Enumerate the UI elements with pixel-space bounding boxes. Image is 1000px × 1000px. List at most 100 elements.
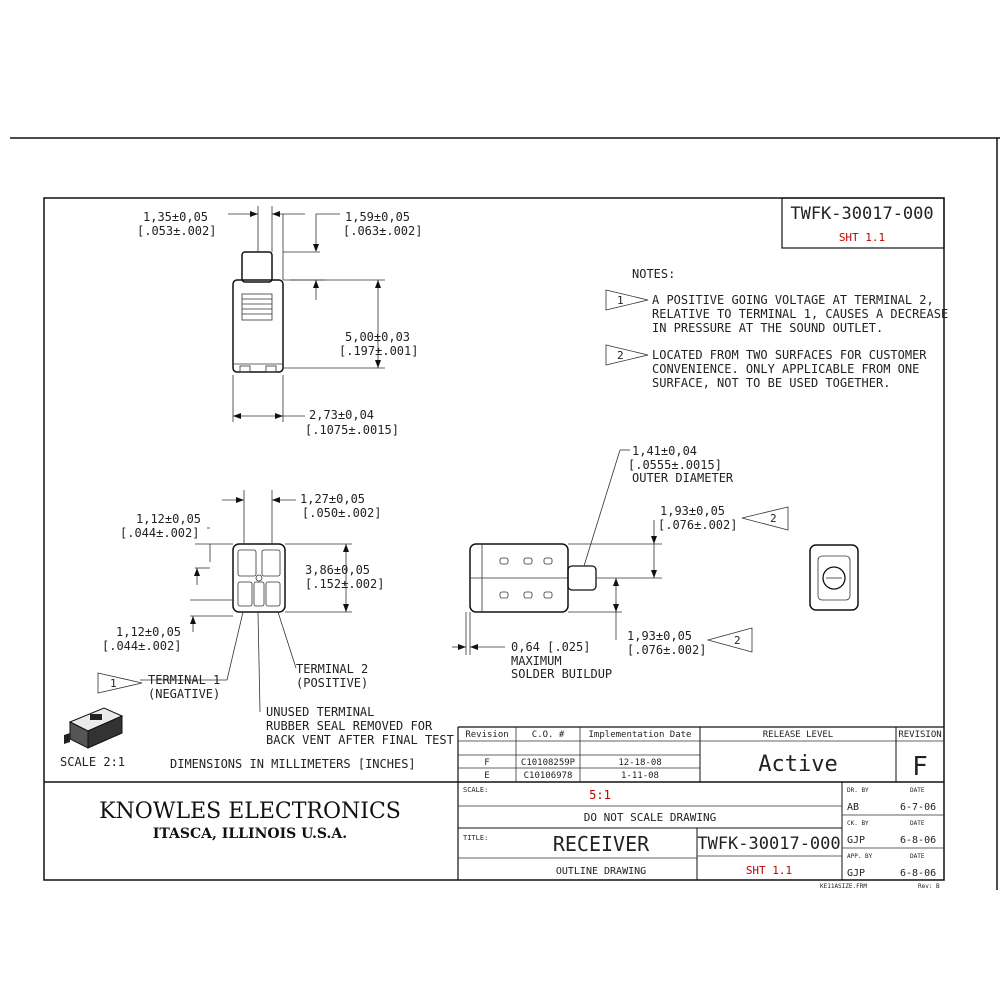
dim-top-width-right-in: [.063±.002] xyxy=(343,224,422,238)
rev-row-2-date: 1-11-08 xyxy=(621,771,659,781)
dim-end-height-in: [.152±.002] xyxy=(305,577,384,591)
side-view-nozzle xyxy=(567,565,597,591)
dim-height-mm: 5,00±0,03 xyxy=(345,330,410,344)
dim-side-upper-in: [.076±.002] xyxy=(658,518,737,532)
revision-value: F xyxy=(912,752,928,782)
note-2-marker: 2 xyxy=(617,349,624,362)
dim-end-left-lower-in: [.044±.002] xyxy=(102,639,181,653)
approval-3-name: GJP xyxy=(847,868,865,879)
dim-body-width-mm: 2,73±0,04 xyxy=(309,408,374,422)
sheet-number-top: SHT 1.1 xyxy=(839,231,885,244)
dim-outer-diameter-label: OUTER DIAMETER xyxy=(632,471,734,485)
rev-row-2-revision: E xyxy=(484,771,489,781)
drawing-subtitle: OUTLINE DRAWING xyxy=(556,866,646,877)
approval-2-name: GJP xyxy=(847,835,865,846)
unused-terminal-line-2: RUBBER SEAL REMOVED FOR xyxy=(266,719,433,733)
dim-end-left-lower-mm: 1,12±0,05 xyxy=(116,625,181,639)
terminal-2-label: TERMINAL 2 xyxy=(296,662,368,676)
dim-outer-diameter-in: [.0555±.0015] xyxy=(628,458,722,472)
side-lower-flag xyxy=(706,627,753,653)
note-1-line-2: RELATIVE TO TERMINAL 1, CAUSES A DECREAS… xyxy=(652,307,948,321)
title-block: Revision C.O. # Implementation Date F C1… xyxy=(44,726,944,890)
top-view-nozzle xyxy=(241,251,273,283)
approvals-table: DR. BY DATE AB 6-7-06 CK. BY DATE GJP 6-… xyxy=(842,787,944,879)
dim-end-height-mm: 3,86±0,05 xyxy=(305,563,370,577)
dim-side-lower-in: [.076±.002] xyxy=(627,643,706,657)
notes-heading: NOTES: xyxy=(632,267,675,281)
approval-1-label: DR. BY xyxy=(847,787,869,794)
side-upper-flag-marker: 2 xyxy=(770,512,777,525)
terminal-1-label: TERMINAL 1 xyxy=(148,673,220,687)
dim-body-width-in: [.1075±.0015] xyxy=(305,423,399,437)
notes-section: NOTES: 1 A POSITIVE GOING VOLTAGE AT TER… xyxy=(605,267,948,390)
rev-header-date: Implementation Date xyxy=(589,730,692,740)
title-label: TITLE: xyxy=(463,834,488,842)
side-view: 1,41±0,04 [.0555±.0015] OUTER DIAMETER 1… xyxy=(452,444,789,681)
unused-terminal-line-1: UNUSED TERMINAL xyxy=(266,705,374,719)
dim-solder-label: SOLDER BUILDUP xyxy=(511,667,612,681)
approval-3-date: 6-8-06 xyxy=(900,868,936,879)
dim-end-top-right-in: [.050±.002] xyxy=(302,506,381,520)
dim-solder-max: MAXIMUM xyxy=(511,654,562,668)
drawing-frame xyxy=(43,197,945,881)
units-note: DIMENSIONS IN MILLIMETERS [INCHES] xyxy=(170,757,416,771)
isometric-view xyxy=(64,707,124,749)
rev-row-2-co: C10106978 xyxy=(524,771,573,781)
dim-outer-diameter-mm: 1,41±0,04 xyxy=(632,444,697,458)
scale-note: SCALE 2:1 xyxy=(60,755,125,769)
note-1-flag xyxy=(605,289,649,311)
rev-row-1-date: 12-18-08 xyxy=(618,758,661,768)
dim-top-width-left-in: [.053±.002] xyxy=(137,224,216,238)
top-view-body xyxy=(232,279,284,373)
approval-3-date-label: DATE xyxy=(910,853,925,860)
dim-solder-value: 0,64 [.025] xyxy=(511,640,590,654)
dim-end-top-right-mm: 1,27±0,05 xyxy=(300,492,365,506)
approval-2-date: 6-8-06 xyxy=(900,835,936,846)
dim-top-width-left-mm: 1,35±0,05 xyxy=(143,210,208,224)
revision-label: REVISION xyxy=(898,730,941,740)
approval-1-date: 6-7-06 xyxy=(900,802,936,813)
dim-height-in: [.197±.001] xyxy=(339,344,418,358)
do-not-scale-note: DO NOT SCALE DRAWING xyxy=(584,811,716,824)
sheet-number: SHT 1.1 xyxy=(746,864,792,877)
note-2-line-2: CONVENIENCE. ONLY APPLICABLE FROM ONE xyxy=(652,362,919,376)
terminal-1-polarity: (NEGATIVE) xyxy=(148,687,220,701)
note-1-marker: 1 xyxy=(617,294,624,307)
rev-row-1-revision: F xyxy=(484,758,489,768)
drawing-number-box: TWFK-30017-000 SHT 1.1 xyxy=(781,197,945,249)
dim-side-lower-mm: 1,93±0,05 xyxy=(627,629,692,643)
note-1-line-3: IN PRESSURE AT THE SOUND OUTLET. xyxy=(652,321,883,335)
dim-end-left-upper-in: [.044±.002] xyxy=(120,526,199,540)
dim-end-left-upper-mm: 1,12±0,05 xyxy=(136,512,201,526)
release-level-label: RELEASE LEVEL xyxy=(763,730,833,740)
approval-1-name: AB xyxy=(847,802,859,813)
revision-table: Revision C.O. # Implementation Date F C1… xyxy=(458,727,701,782)
note-2-line-3: SURFACE, NOT TO BE USED TOGETHER. xyxy=(652,376,890,390)
note-1-line-1: A POSITIVE GOING VOLTAGE AT TERMINAL 2, xyxy=(652,293,934,307)
note-2-line-1: LOCATED FROM TWO SURFACES FOR CUSTOMER xyxy=(652,348,927,362)
footer-file: KE11ASIZE.FRM xyxy=(820,883,867,890)
terminal-1-flag xyxy=(97,672,143,694)
top-view-grille xyxy=(241,293,273,321)
footer-rev: Rev: B xyxy=(918,883,940,890)
end-view: 1,27±0,05 [.050±.002] 1,12±0,05 [.044±.0… xyxy=(102,490,384,713)
approval-2-date-label: DATE xyxy=(910,820,925,827)
rev-header-revision: Revision xyxy=(465,730,508,740)
dim-side-upper-mm: 1,93±0,05 xyxy=(660,504,725,518)
terminal-1-flag-marker: 1 xyxy=(110,677,117,690)
drawing-title: RECEIVER xyxy=(553,832,650,856)
scale-value: 5:1 xyxy=(589,788,611,802)
release-level-value: Active xyxy=(758,752,837,777)
company-location: ITASCA, ILLINOIS U.S.A. xyxy=(153,826,347,842)
side-upper-flag xyxy=(741,506,789,531)
scale-label: SCALE: xyxy=(463,786,488,794)
company-name: KNOWLES ELECTRONICS xyxy=(99,799,401,824)
approval-2-label: CK. BY xyxy=(847,820,869,827)
drawing-number: TWFK-30017-000 xyxy=(697,834,840,854)
rev-row-1-co: C10108259P xyxy=(521,758,576,768)
approval-3-label: APP. BY xyxy=(847,853,873,860)
terminal-2-polarity: (POSITIVE) xyxy=(296,676,368,690)
approval-1-date-label: DATE xyxy=(910,787,925,794)
drawing-number-top: TWFK-30017-000 xyxy=(790,204,933,224)
